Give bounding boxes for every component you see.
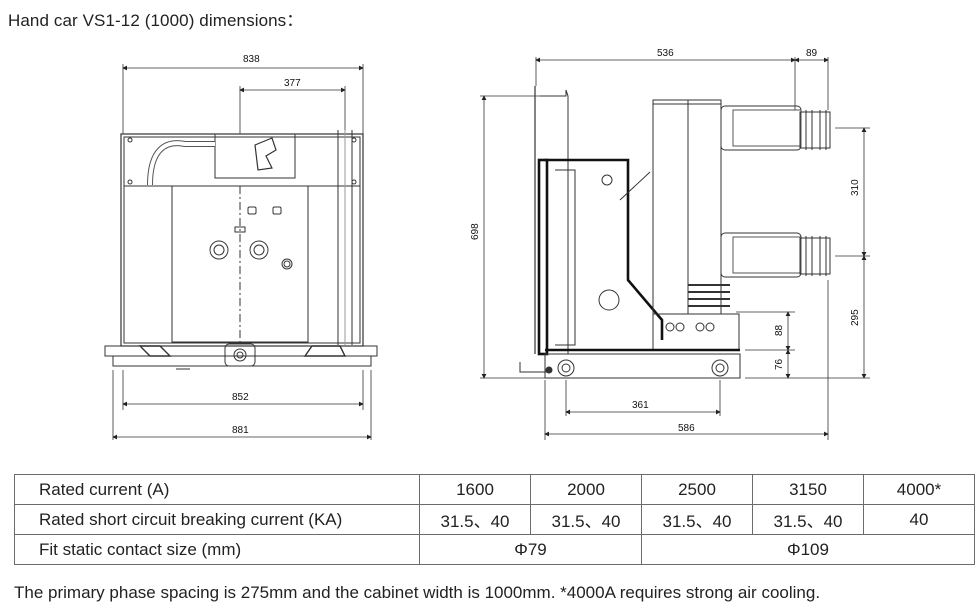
table-row: Rated short circuit breaking current (KA…	[14, 504, 975, 535]
dim-295: 295	[850, 309, 861, 326]
front-dimensions	[112, 64, 372, 440]
side-view	[519, 86, 831, 379]
dim-698: 698	[470, 223, 481, 240]
table-cell: 31.5、40	[530, 504, 642, 535]
dim-838: 838	[243, 54, 260, 65]
dim-881: 881	[232, 425, 249, 436]
table-cell: 31.5、40	[752, 504, 864, 535]
spec-table: Rated current (A) 1600 2000 2500 3150 40…	[14, 474, 975, 565]
dim-377: 377	[284, 78, 301, 89]
dim-76: 76	[774, 358, 785, 370]
table-cell: 31.5、40	[641, 504, 753, 535]
row-label-breaking-current: Rated short circuit breaking current (KA…	[14, 504, 420, 535]
table-cell: 4000*	[863, 474, 975, 505]
row-label-rated-current: Rated current (A)	[14, 474, 420, 505]
side-dimensions	[480, 57, 870, 440]
table-cell: 2500	[641, 474, 753, 505]
table-cell: 1600	[419, 474, 531, 505]
dim-310: 310	[850, 179, 861, 196]
dim-852: 852	[232, 392, 249, 403]
technical-drawing: 838 377 852 881	[104, 48, 870, 440]
table-cell: 3150	[752, 474, 864, 505]
drawing-title: Hand car VS1-12 (1000) dimensions：	[8, 11, 304, 30]
table-cell: Φ79	[419, 534, 642, 565]
footnote: The primary phase spacing is 275mm and t…	[14, 583, 821, 602]
table-cell: 31.5、40	[419, 504, 531, 535]
dim-88: 88	[774, 324, 785, 336]
row-label-contact-size: Fit static contact size (mm)	[14, 534, 420, 565]
dim-89: 89	[806, 48, 818, 59]
table-row: Rated current (A) 1600 2000 2500 3150 40…	[14, 474, 975, 505]
front-view	[104, 130, 378, 370]
dim-586: 586	[678, 423, 695, 434]
dim-536: 536	[657, 48, 674, 59]
dim-361: 361	[632, 400, 649, 411]
table-row: Fit static contact size (mm) Φ79 Φ109	[14, 534, 975, 565]
table-cell: Φ109	[641, 534, 975, 565]
table-cell: 2000	[530, 474, 642, 505]
table-cell: 40	[863, 504, 975, 535]
